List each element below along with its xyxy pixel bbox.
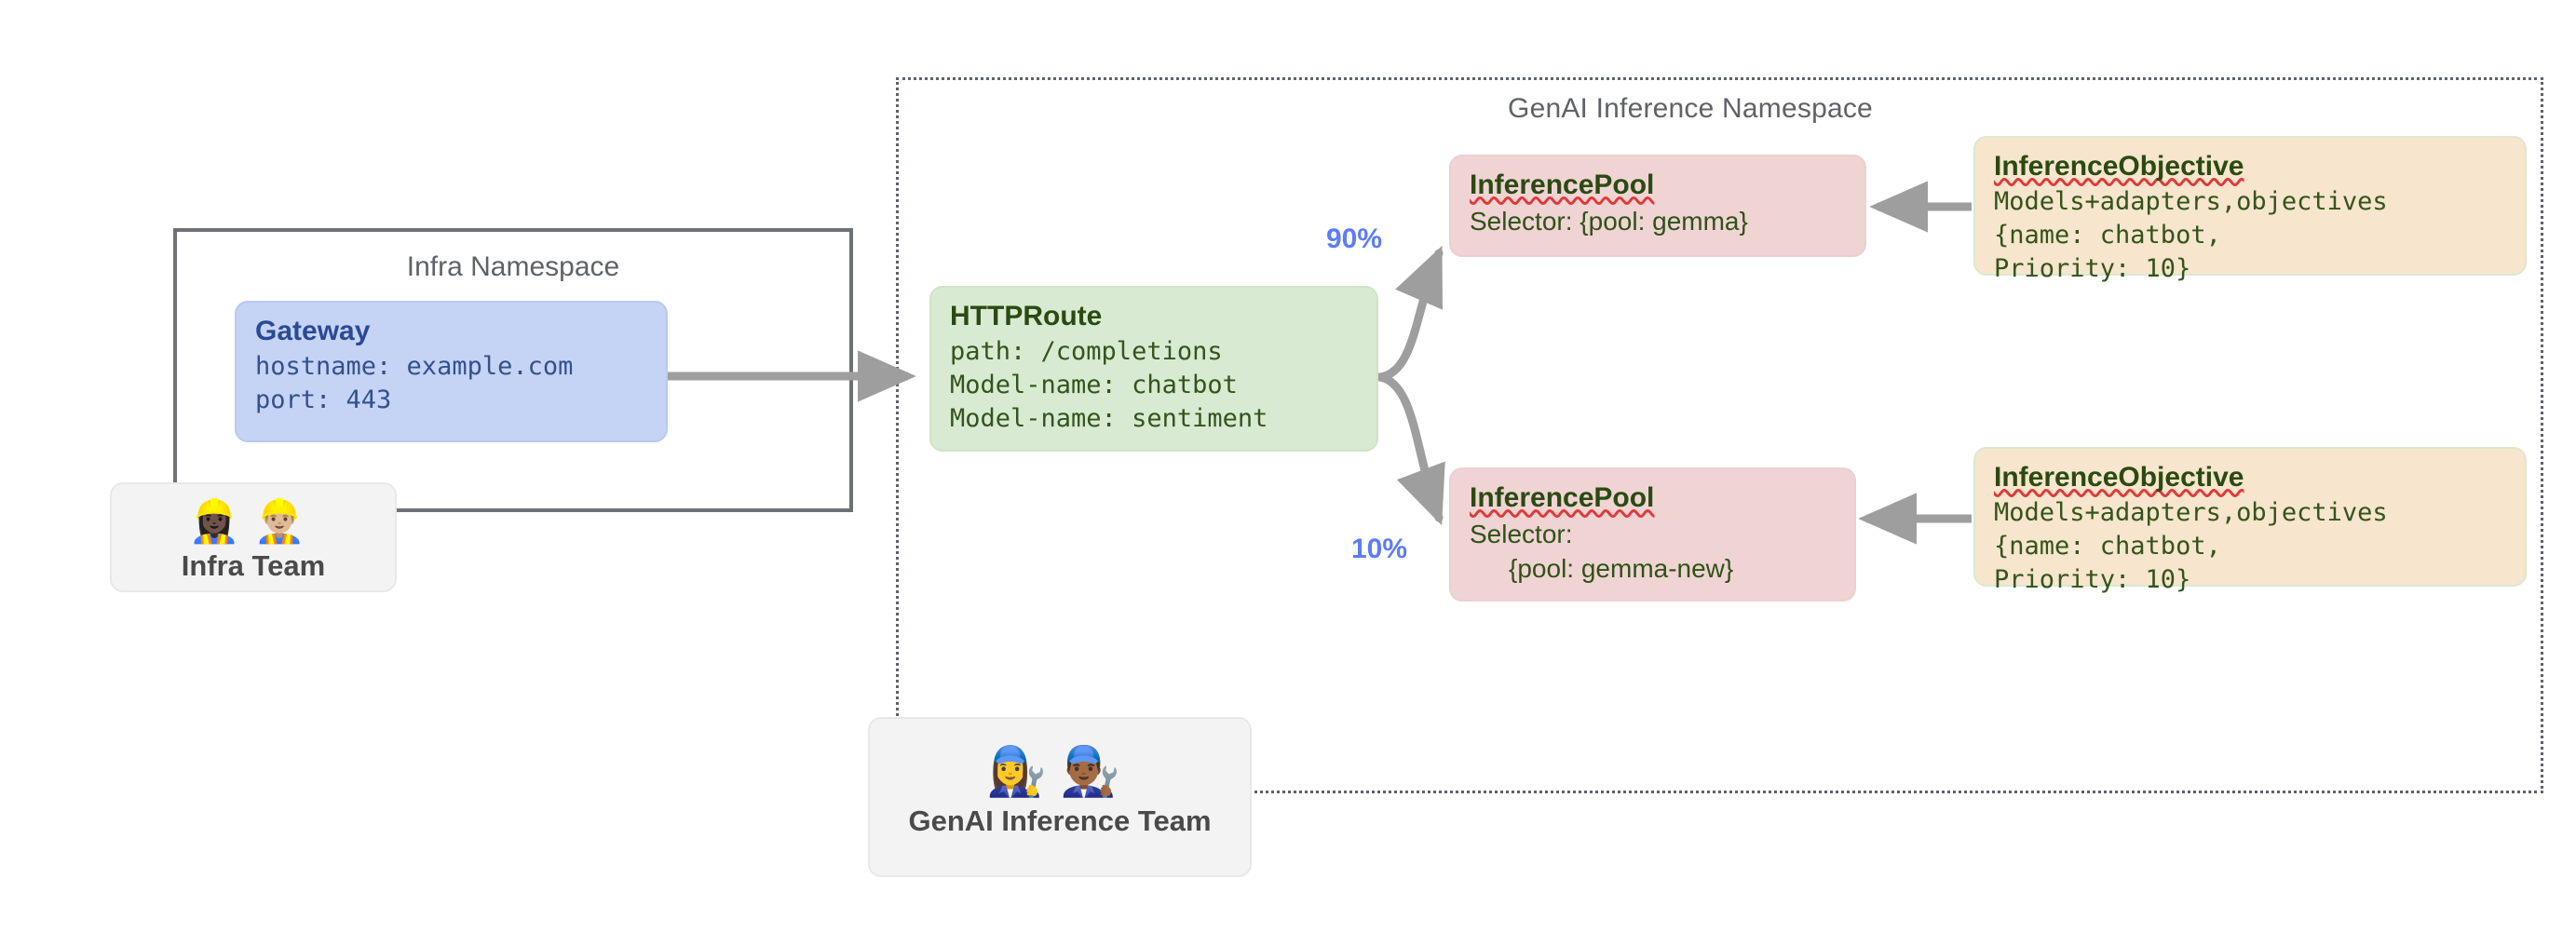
infra-team-emoji-row: 👷🏿‍♀️👷🏼‍♂️ — [112, 497, 395, 546]
traffic-weight-label-90: 90% — [1326, 223, 1383, 254]
infra-namespace-title: Infra Namespace — [406, 251, 620, 282]
infra-namespace-boundary — [173, 228, 853, 512]
inference-pool-card-1-title: InferencePool — [1470, 169, 1655, 200]
genai-inference-namespace-boundary — [896, 77, 2543, 793]
inference-pool-card-2-title: InferencePool — [1470, 482, 1655, 513]
inference-objective-card-2-title: InferenceObjective — [1994, 462, 2244, 493]
genai-team-emoji-row: 👩‍🔧👨🏾‍🔧 — [870, 745, 1250, 801]
inference-objective-card-1[interactable]: InferenceObjective Models+adapters,objec… — [1973, 136, 2527, 283]
inference-pool-card-1[interactable]: InferencePool Selector: {pool: gemma} — [1449, 155, 1866, 257]
inference-objective-card-2-line-2: {name: chatbot, — [1994, 531, 2221, 561]
inference-pool-card-1-selector-line: Selector: {pool: gemma} — [1470, 206, 1748, 236]
httproute-path-line: path: /completions — [950, 336, 1223, 366]
inference-objective-card-1-line-3: Priority: 10} — [1994, 253, 2191, 283]
httproute-model-name-chatbot-line: Model-name: chatbot — [950, 370, 1238, 399]
infra-team-badge[interactable]: 👷🏿‍♀️👷🏼‍♂️ Infra Team — [110, 482, 397, 592]
traffic-weight-label-10: 10% — [1351, 534, 1408, 564]
httproute-card-title: HTTPRoute — [950, 301, 1103, 331]
gateway-card[interactable]: Gateway hostname: example.com port: 443 — [235, 301, 668, 442]
woman-mechanic-icon: 👩‍🔧 — [986, 745, 1060, 799]
man-mechanic-icon: 👨🏾‍🔧 — [1060, 745, 1133, 799]
inference-objective-card-1-title: InferenceObjective — [1994, 151, 2244, 182]
httproute-card[interactable]: HTTPRoute path: /completions Model-name:… — [929, 286, 1378, 452]
woman-construction-worker-icon: 👷🏿‍♀️ — [187, 497, 253, 545]
gateway-hostname-line: hostname: example.com — [255, 351, 574, 381]
infra-team-label: Infra Team — [181, 548, 326, 582]
httproute-model-name-sentiment-line: Model-name: sentiment — [950, 403, 1268, 433]
inference-objective-card-1-line-2: {name: chatbot, — [1994, 220, 2221, 250]
genai-inference-team-label: GenAI Inference Team — [908, 804, 1212, 837]
inference-objective-card-1-line-1: Models+adapters,objectives — [1994, 186, 2388, 216]
inference-pool-card-2-selector-value-line: {pool: gemma-new} — [1509, 554, 1734, 584]
gateway-port-line: port: 443 — [255, 385, 392, 414]
genai-inference-namespace-title: GenAI Inference Namespace — [1508, 93, 1873, 124]
inference-objective-card-2-line-1: Models+adapters,objectives — [1994, 497, 2388, 527]
inference-objective-card-2[interactable]: InferenceObjective Models+adapters,objec… — [1973, 447, 2527, 594]
genai-inference-team-badge[interactable]: 👩‍🔧👨🏾‍🔧 GenAI Inference Team — [868, 717, 1252, 877]
inference-pool-card-2-selector-line: Selector: — [1470, 519, 1573, 548]
man-construction-worker-icon: 👷🏼‍♂️ — [253, 497, 319, 545]
inference-pool-card-2[interactable]: InferencePool Selector: {pool: gemma-new… — [1449, 467, 1856, 602]
inference-objective-card-2-line-3: Priority: 10} — [1994, 564, 2191, 594]
gateway-card-title: Gateway — [255, 316, 371, 346]
